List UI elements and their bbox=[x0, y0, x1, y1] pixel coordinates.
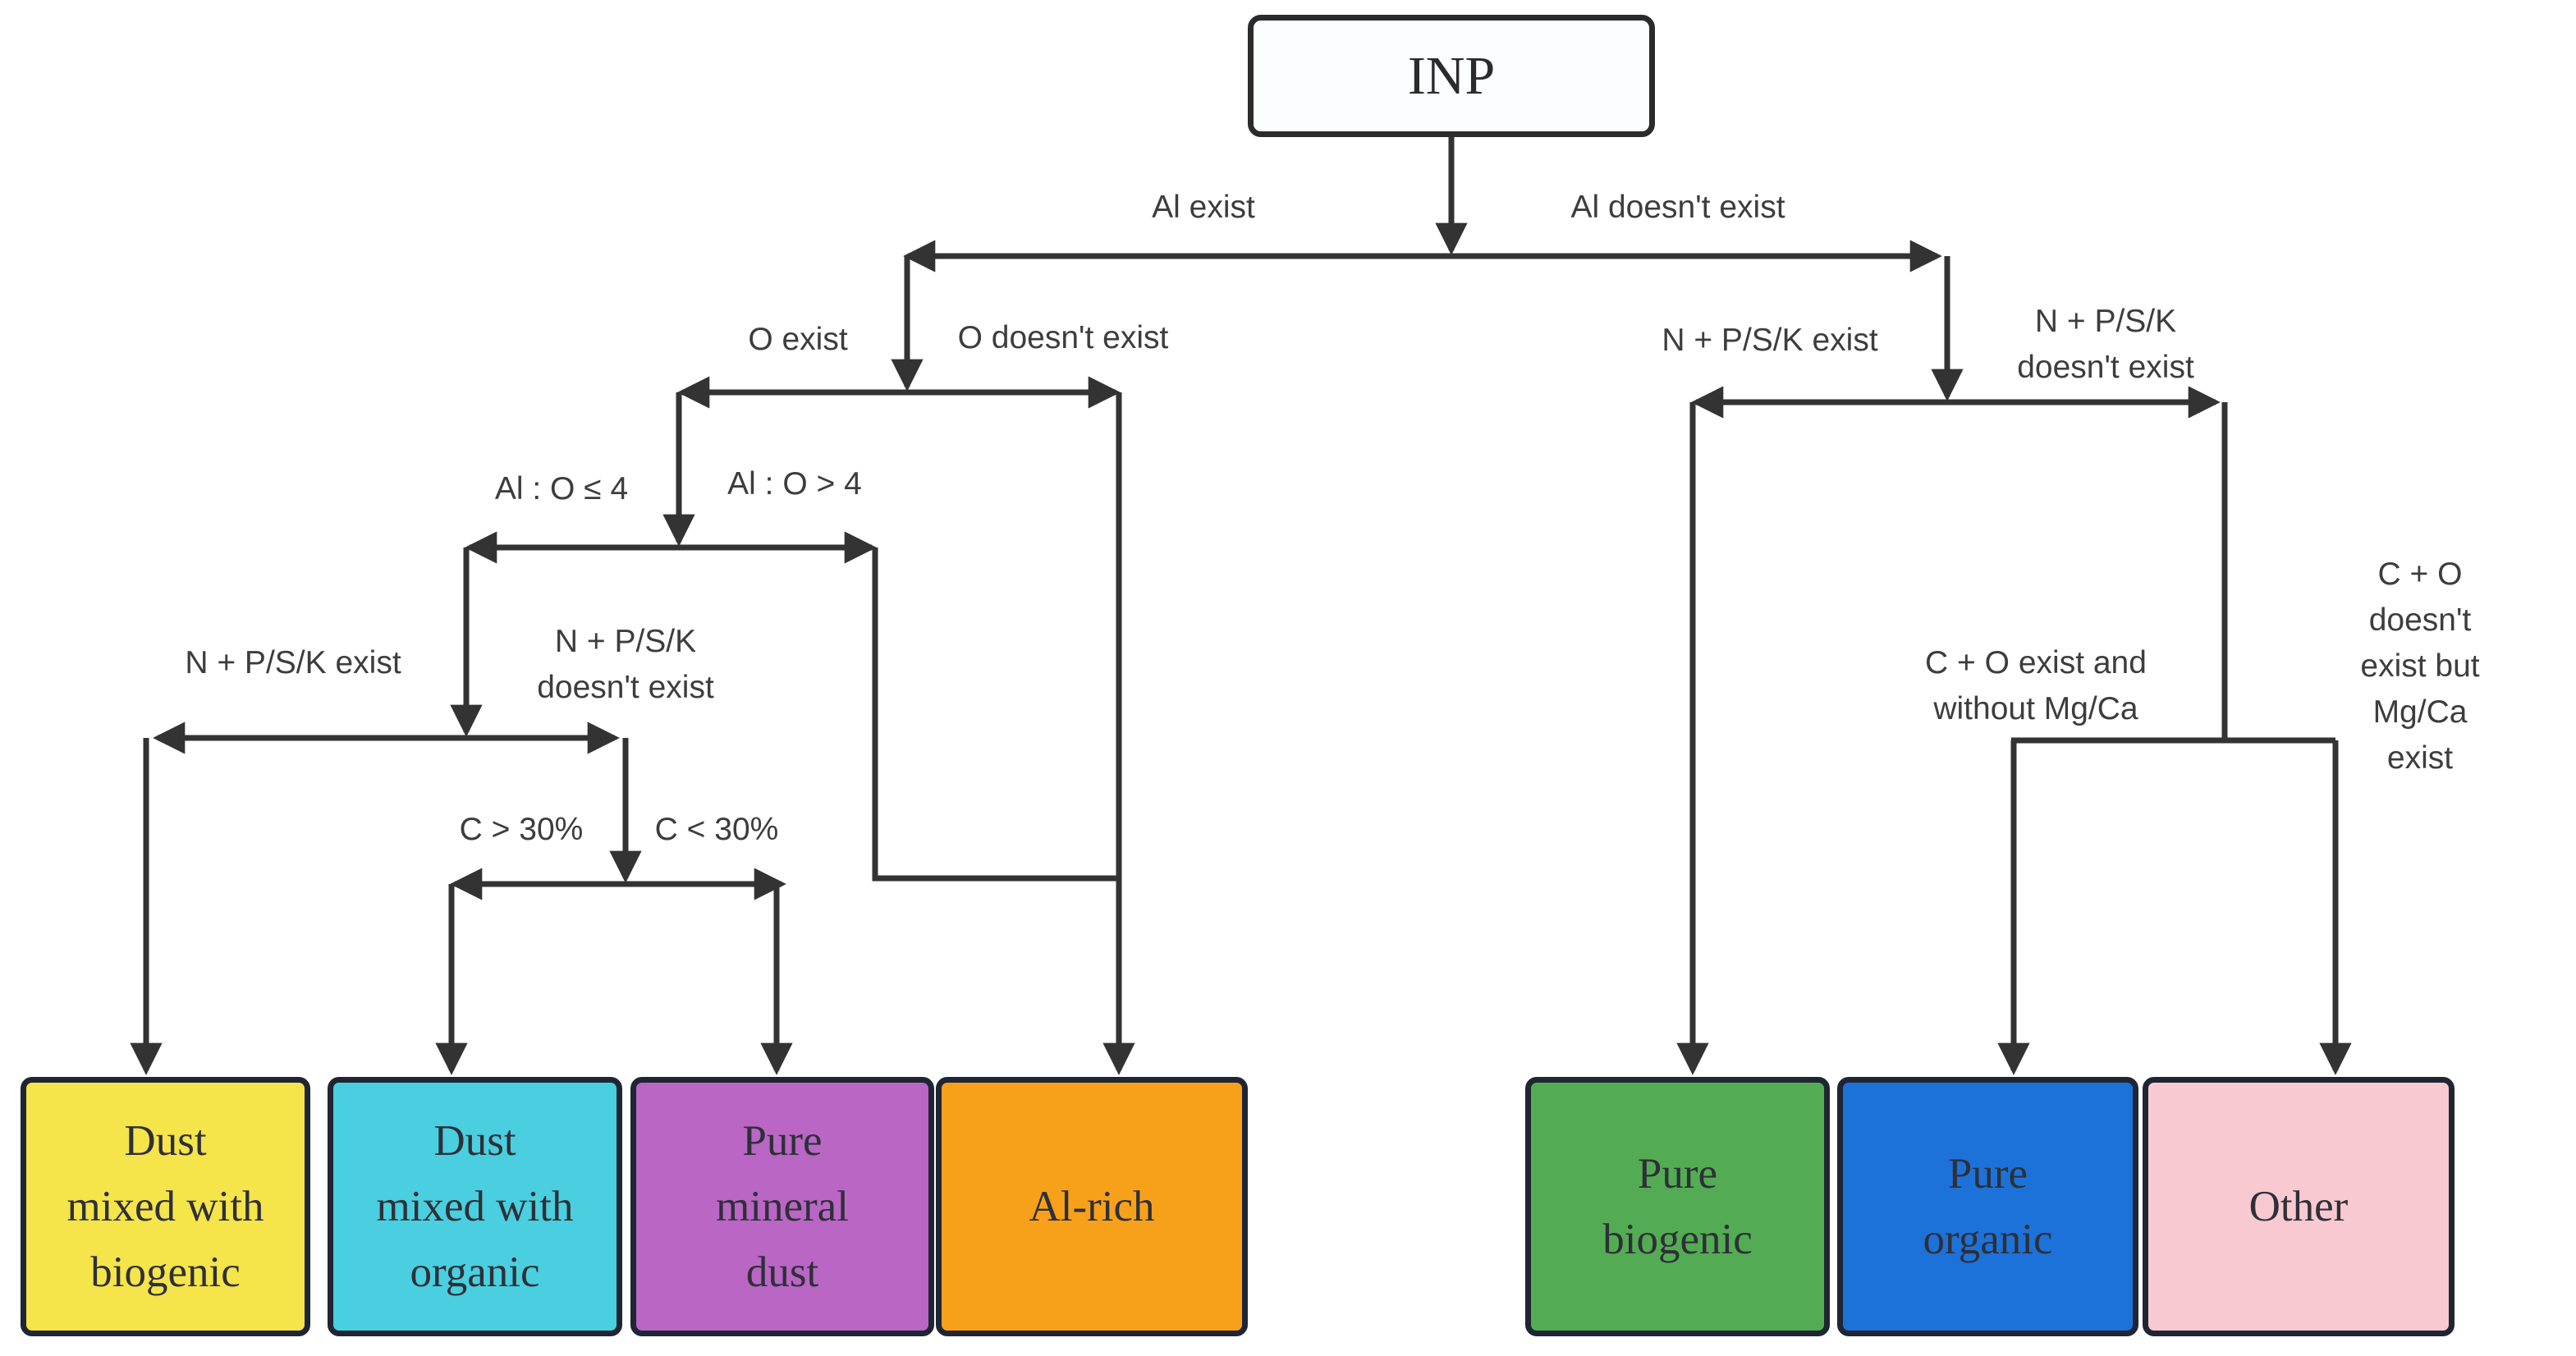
edge-label-c-gt-30: C > 30% bbox=[459, 812, 584, 847]
inp-root-node: INP bbox=[1248, 15, 1655, 137]
leaf-pure-mineral-dust: Pure mineral dust bbox=[630, 1077, 934, 1336]
leaf-pure-biogenic: Pure biogenic bbox=[1525, 1077, 1830, 1336]
edge-label-al-o-gt-4: Al : O > 4 bbox=[727, 466, 862, 502]
leaf-other: Other bbox=[2143, 1077, 2455, 1336]
edge-label-npsk-exist-left: N + P/S/K exist bbox=[185, 645, 401, 680]
edge-label-npsk-exist-right: N + P/S/K exist bbox=[1662, 323, 1878, 358]
edge-label-co-exist-without-mgca: C + O exist and without Mg/Ca bbox=[1925, 645, 2147, 726]
edge-label-al-doesnt-exist: Al doesn't exist bbox=[1570, 190, 1785, 225]
leaf-al-rich: Al-rich bbox=[936, 1077, 1248, 1336]
edge-label-al-o-le-4: Al : O ≤ 4 bbox=[494, 471, 629, 506]
edge-label-o-doesnt-exist: O doesn't exist bbox=[957, 320, 1169, 355]
edge-alo-gt4-merge bbox=[872, 547, 1119, 882]
edge-label-al-exist: Al exist bbox=[1152, 190, 1255, 225]
edge-label-c-lt-30: C < 30% bbox=[654, 812, 779, 847]
edge-label-o-exist: O exist bbox=[748, 322, 848, 357]
leaf-dust-mixed-with-organic: Dust mixed with organic bbox=[328, 1077, 622, 1336]
edge-label-npsk-doesnt-exist-left: N + P/S/K doesn't exist bbox=[537, 624, 714, 705]
leaf-pure-organic: Pure organic bbox=[1837, 1077, 2138, 1336]
leaf-dust-mixed-with-biogenic: Dust mixed with biogenic bbox=[21, 1077, 310, 1336]
edge-label-co-doesnt-exist-mgca: C + O doesn't exist but Mg/Ca exist bbox=[2360, 557, 2480, 776]
edge-label-npsk-doesnt-exist-right: N + P/S/K doesn't exist bbox=[2017, 304, 2194, 385]
inp-root-label: INP bbox=[1407, 45, 1496, 106]
